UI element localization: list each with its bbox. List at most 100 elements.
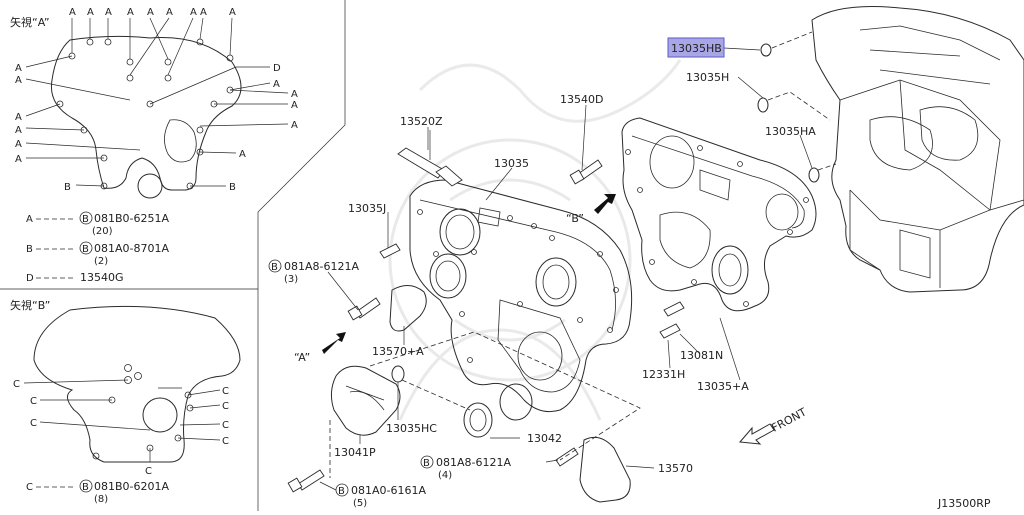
front-timing-cover — [409, 179, 633, 413]
svg-text:A: A — [291, 89, 298, 100]
view-a-legend: A B 081B0-6251A (20) B B 081A0-8701A (2)… — [26, 211, 170, 284]
o-ring-13035hc — [391, 365, 405, 383]
svg-text:B: B — [64, 182, 71, 193]
watermark-emblem — [388, 59, 682, 421]
svg-text:C: C — [222, 420, 229, 431]
panel-frame — [0, 0, 346, 511]
svg-text:D: D — [273, 63, 281, 74]
gasket-13570a — [389, 285, 427, 332]
svg-text:C: C — [30, 418, 37, 429]
svg-text:A: A — [69, 7, 76, 18]
bolt-13540d — [569, 159, 603, 185]
main-leaders — [319, 47, 813, 491]
label-081a0-6161a: 081A0-6161A — [351, 484, 426, 497]
label-081a8-6121a-lower: 081A8-6121A — [436, 456, 511, 469]
svg-text:B: B — [82, 244, 89, 255]
svg-text:A: A — [105, 7, 112, 18]
svg-text:C: C — [30, 396, 37, 407]
view-a-callouts-side: A A A A A A B B D A A A A A — [15, 63, 298, 193]
view-a-bolt-holes — [56, 38, 234, 190]
svg-text:B: B — [423, 458, 430, 469]
engine-block — [811, 6, 1024, 293]
assembly-dashed-lines — [329, 31, 837, 478]
svg-text:A: A — [166, 7, 173, 18]
svg-text:A: A — [15, 75, 22, 86]
bolt-081a0 — [287, 469, 325, 493]
label-081a8-6121a-upper: 081A8-6121A — [284, 260, 359, 273]
view-a-title: 矢視“A” — [10, 15, 50, 29]
view-b-panel: 矢視“B” C C C C C C C C C B — [10, 298, 241, 505]
svg-text:A: A — [26, 214, 33, 225]
label-13035: 13035 — [494, 157, 529, 170]
svg-text:A: A — [127, 7, 134, 18]
svg-text:A: A — [15, 112, 22, 123]
label-13035a: 13035+A — [697, 380, 749, 393]
svg-text:C: C — [222, 401, 229, 412]
view-b-leaders — [23, 379, 221, 462]
label-13035hb: 13035HB — [671, 42, 722, 55]
svg-text:B: B — [271, 262, 278, 273]
svg-text:A: A — [15, 63, 22, 74]
svg-text:(8): (8) — [94, 494, 108, 505]
svg-text:B: B — [82, 214, 89, 225]
o-ring-13035h — [757, 97, 769, 113]
view-a-cover-outline — [50, 35, 242, 191]
svg-text:C: C — [26, 482, 33, 493]
svg-text:B: B — [229, 182, 236, 193]
main-callouts: 13035HB 13035H 13035HA 13540D 13520Z 130… — [268, 37, 991, 510]
view-b-cover-outline — [33, 305, 241, 463]
highlight-13035hb — [667, 37, 725, 58]
svg-text:A: A — [273, 79, 280, 90]
svg-text:B: B — [26, 244, 33, 255]
svg-text:(5): (5) — [353, 498, 367, 509]
gasket-13570 — [579, 436, 631, 503]
svg-text:(20): (20) — [92, 226, 113, 237]
rear-timing-cover — [621, 117, 817, 312]
view-a-leaders — [25, 17, 289, 187]
label-13042: 13042 — [527, 432, 562, 445]
svg-text:FRONT: FRONT — [769, 405, 809, 434]
svg-text:“A”: “A” — [294, 351, 310, 364]
label-13035h: 13035H — [686, 71, 729, 84]
svg-text:A: A — [291, 100, 298, 111]
svg-text:(2): (2) — [94, 256, 108, 267]
view-arrow-a: “A” — [294, 332, 346, 364]
view-a-callouts-top: A A A A A A A A A — [69, 7, 236, 18]
view-b-title: 矢視“B” — [10, 298, 50, 312]
svg-text:A: A — [147, 7, 154, 18]
cover-13041p — [330, 365, 401, 436]
svg-text:(3): (3) — [284, 274, 298, 285]
svg-text:(4): (4) — [438, 470, 452, 481]
view-b-callouts: C C C C C C C C — [13, 379, 229, 477]
svg-text:13540G: 13540G — [80, 271, 124, 284]
svg-text:A: A — [15, 125, 22, 136]
svg-text:A: A — [190, 7, 197, 18]
svg-text:A: A — [87, 7, 94, 18]
bolt-081a8-lower — [555, 447, 579, 467]
label-13570a: 13570+A — [372, 345, 424, 358]
label-13035hc: 13035HC — [386, 422, 437, 435]
view-a-panel: 矢視“A” A A A A A A A A A — [10, 7, 298, 284]
svg-text:A: A — [239, 149, 246, 160]
svg-text:C: C — [13, 379, 20, 390]
svg-text:A: A — [15, 139, 22, 150]
svg-text:C: C — [145, 466, 152, 477]
bolt-081a8-upper — [347, 297, 381, 321]
svg-text:“B”: “B” — [566, 212, 584, 225]
svg-text:B: B — [338, 486, 345, 497]
label-12331h: 12331H — [642, 368, 685, 381]
front-direction-arrow: FRONT — [738, 405, 809, 445]
dowel-pins — [379, 243, 685, 339]
svg-text:D: D — [26, 273, 34, 284]
svg-text:A: A — [291, 120, 298, 131]
view-arrow-b: “B” — [566, 194, 616, 225]
svg-text:C: C — [222, 436, 229, 447]
rear-cover-bolt-holes — [625, 145, 809, 307]
label-13520z: 13520Z — [400, 115, 443, 128]
view-b-legend: C B 081B0-6201A (8) — [26, 479, 170, 505]
label-13540d: 13540D — [560, 93, 603, 106]
svg-text:B: B — [82, 482, 89, 493]
svg-text:081A0-8701A: 081A0-8701A — [94, 242, 169, 255]
